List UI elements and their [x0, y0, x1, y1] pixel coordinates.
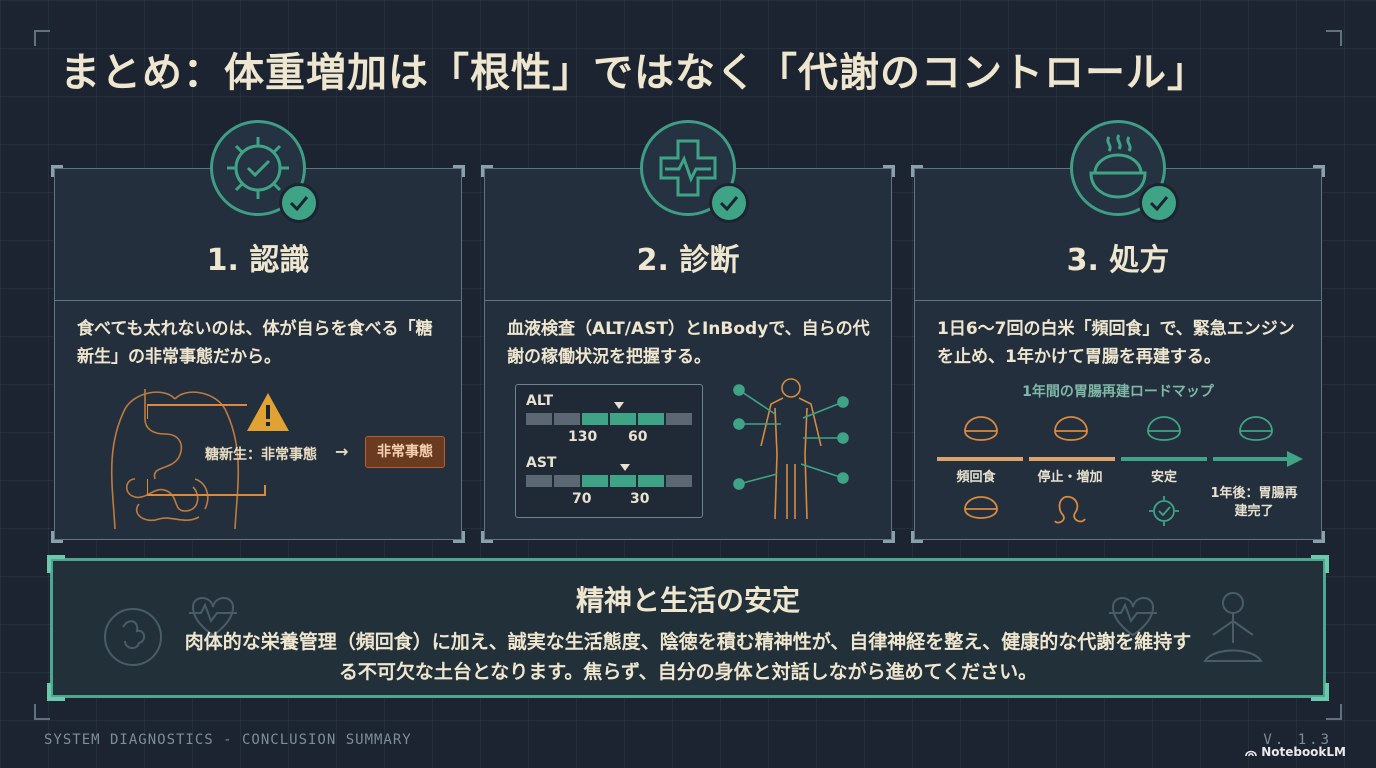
lab-bar-ast — [526, 475, 692, 487]
card-title: 1. 認識 — [206, 243, 310, 278]
lab-value-ast-low: 70 — [572, 491, 592, 507]
card-title: 2. 診断 — [636, 243, 740, 278]
card-prescription: 3. 処方 1日6〜7回の白米「頻回食」で、緊急エンジンを止め、1年かけて胃腸を… — [911, 165, 1325, 543]
warning-icon — [247, 393, 289, 431]
stability-panel: 精神と生活の安定 肉体的な栄養管理（頻回食）に加え、誠実な生活態度、陰徳を積む精… — [47, 555, 1329, 701]
roadmap-bowls — [964, 416, 1273, 441]
lab-results-panel: ALT 130 60 AST 70 30 — [515, 384, 703, 518]
outer-frame — [34, 30, 1342, 720]
stability-body: 肉体的な栄養管理（頻回食）に加え、誠実な生活態度、陰徳を積む精神性が、自律神経を… — [184, 631, 1192, 683]
gear-check-icon — [210, 120, 319, 223]
emergency-badge: 非常事態 — [365, 436, 445, 468]
gluconeogenesis-label: 糖新生：非常事態 — [205, 447, 317, 463]
check-icon — [1139, 183, 1179, 223]
card-diagnosis: 2. 診断 血液検査（ALT/AST）とInBodyで、自らの代謝の稼働状況を把… — [481, 165, 895, 543]
roadmap-title: 1年間の胃腸再建ロードマップ — [1022, 384, 1214, 400]
lab-bar-alt — [526, 413, 692, 425]
roadmap-line — [937, 451, 1303, 467]
notebooklm-logo: NotebookLM — [1245, 745, 1346, 759]
medical-cross-pulse-icon — [640, 120, 749, 223]
lab-value-ast-high: 30 — [630, 491, 650, 507]
lab-value-alt-low: 130 — [568, 429, 598, 445]
digestive-body-icon — [110, 389, 240, 529]
footer-version: V. 1.3 — [1263, 732, 1332, 748]
card-body-text: 食べても太れないのは、体が自らを食べる「糖新生」の非常事態だから。 — [77, 319, 433, 367]
meditation-icon — [1109, 592, 1263, 662]
card-header: 2. 診断 — [485, 169, 891, 301]
brand-name: NotebookLM — [1261, 745, 1346, 759]
card-body-text: 1日6〜7回の白米「頻回食」で、緊急エンジンを止め、1年かけて胃腸を再建する。 — [937, 319, 1295, 367]
lab-name-alt: ALT — [526, 393, 553, 409]
notebooklm-icon — [1245, 750, 1257, 757]
arrow-icon: → — [335, 442, 349, 461]
lab-marker — [620, 464, 630, 471]
stage-label: 安定 — [1150, 470, 1177, 485]
body-scan-icon — [733, 378, 849, 520]
lab-name-ast: AST — [526, 455, 557, 471]
card-recognition: 1. 認識 食べても太れないのは、体が自らを食べる「糖新生」の非常事態だから。 … — [51, 165, 465, 543]
footer-system-label: SYSTEM DIAGNOSTICS - CONCLUSION SUMMARY — [44, 732, 412, 748]
lab-marker — [614, 402, 624, 409]
rice-bowl-icon — [1070, 120, 1179, 223]
card-header: 3. 処方 — [915, 169, 1321, 301]
page-title: まとめ：体重増加は「根性」ではなく「代謝のコントロール」 — [60, 50, 1208, 96]
stage-label: 停止・増加 — [1037, 470, 1103, 485]
check-icon — [279, 183, 319, 223]
lab-value-alt-high: 60 — [628, 429, 648, 445]
stability-title: 精神と生活の安定 — [575, 584, 800, 617]
stage-label: 1年後：胃腸再建完了 — [1210, 486, 1298, 519]
roadmap-stage-icons — [964, 495, 1179, 526]
card-title: 3. 処方 — [1066, 243, 1170, 278]
brain-heart-icon — [104, 597, 237, 666]
pathway-lines — [147, 404, 266, 496]
stage-label: 頻回食 — [956, 470, 996, 485]
card-body-text: 血液検査（ALT/AST）とInBodyで、自らの代謝の稼働状況を把握する。 — [507, 319, 870, 367]
card-header: 1. 認識 — [55, 169, 461, 301]
check-icon — [709, 183, 749, 223]
